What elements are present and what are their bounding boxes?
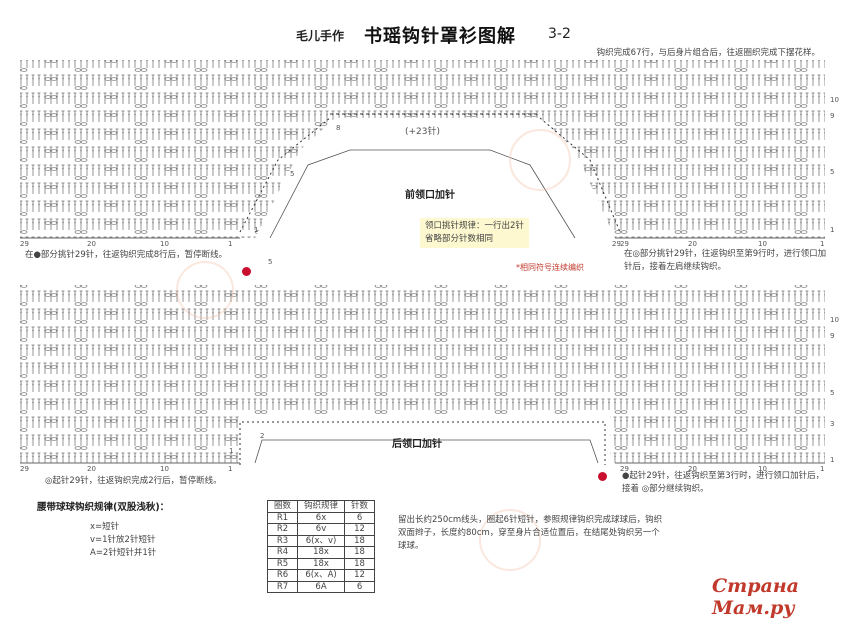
axis-tick: 10	[758, 240, 767, 248]
cell: 6	[344, 580, 376, 593]
axis-tick: 10	[160, 465, 169, 473]
row-label: 1	[830, 226, 835, 234]
top-note: 钩织完成67行，与后身片组合后，往返圈织完成下摆花样。	[596, 48, 820, 58]
axis-tick: 20	[87, 240, 96, 248]
axis-tick: 20	[688, 465, 697, 473]
column-header: 钩织规律	[297, 500, 346, 513]
cell: R7	[266, 580, 299, 593]
cell: R5	[266, 557, 299, 570]
column-header: 圈数	[266, 500, 299, 513]
row-label: 10	[830, 96, 839, 104]
inner-label: 5	[290, 170, 295, 178]
row-label: 9	[830, 332, 835, 340]
cell: 6(x、v)	[297, 534, 346, 547]
inner-label: 1	[229, 447, 234, 455]
cell: R1	[266, 511, 299, 524]
axis-tick: 10	[758, 465, 767, 473]
cell: 6x	[297, 511, 346, 524]
cell: 6A	[297, 580, 346, 593]
site-logo: Страна Мам.ру	[712, 575, 799, 619]
cell: 18	[344, 557, 376, 570]
axis-tick: 1	[228, 465, 233, 473]
red-dot-marker	[242, 267, 251, 276]
stitch-legend: x=短针 v=1针放2针短针 A=2针短针并1针	[90, 521, 156, 560]
legend-item: A=2针短针并1针	[90, 548, 157, 558]
row-label: 3	[830, 420, 835, 428]
belt-title: 腰带球球钩织规律(双股浅秋)：	[37, 502, 170, 513]
back-left-note: ◎起针29针，往返钩织完成2行后，暂停断线。	[45, 476, 222, 486]
front-right-note: 在◎部分挑针29针，往返钩织至第9行时，进行领口加 针后，接着左肩继续钩织。	[624, 248, 826, 274]
inner-label: 1	[254, 226, 259, 234]
pickup-rule-note: 领口挑针规律：一行出2针 省略部分针数相同	[420, 218, 529, 248]
row-label: 9	[830, 112, 835, 120]
note-line: 针后，接着左肩继续钩织。	[624, 262, 727, 272]
watermark	[176, 129, 571, 571]
inner-label: 29	[612, 240, 621, 248]
cell: 6v	[297, 523, 346, 536]
axis-tick: 10	[160, 240, 169, 248]
axis-tick: 20	[87, 465, 96, 473]
axis-tick: 29	[20, 465, 29, 473]
axis-tick: 1	[228, 240, 233, 248]
rule-line-2: 省略部分针数相同	[425, 234, 494, 244]
rule-line-1: 领口挑针规律：一行出2针	[425, 221, 524, 231]
inner-label: 5	[268, 258, 273, 266]
note-line: ●起针29针，往返钩织至第3行时，进行领口加针后，	[622, 471, 825, 481]
front-left-note: 在●部分挑针29针，往返钩织完成8行后，暂停断线。	[25, 250, 228, 260]
axis-tick: 29	[620, 240, 629, 248]
axis-tick: 20	[688, 240, 697, 248]
axis-tick: 1	[820, 240, 825, 248]
front-neck-label: 前领口加针	[405, 190, 455, 201]
legend-item: x=短针	[90, 522, 120, 532]
cell: 18x	[297, 546, 346, 559]
cell: 12	[344, 569, 376, 582]
table-header-row: 圈数 钩织规律 针数	[266, 500, 376, 513]
cell: R6	[266, 569, 299, 582]
inner-label: 8	[336, 124, 341, 132]
inner-label: 2	[260, 432, 265, 440]
belt-instructions: 留出长约250cm线头，圈起6针短针，参照规律钩织完成球球后，钩织双面辫子，长度…	[398, 515, 663, 551]
row-label: 10	[830, 316, 839, 324]
row-label: 1	[830, 456, 835, 464]
row-label: 5	[830, 389, 835, 397]
red-dot-marker	[598, 472, 607, 481]
note-line: 在◎部分挑针29针，往返钩织至第9行时，进行领口加	[624, 249, 827, 259]
cell: 18x	[297, 557, 346, 570]
column-header: 针数	[344, 500, 376, 513]
back-right-note: ●起针29针，往返钩织至第3行时，进行领口加针后， 接着 ◎部分继续钩织。	[622, 470, 824, 496]
cell: 18	[344, 534, 376, 547]
same-symbol-note: *相同符号连续编织	[516, 263, 584, 272]
cell: 12	[344, 523, 376, 536]
back-neck-label: 后领口加针	[392, 439, 442, 450]
cell: 18	[344, 546, 376, 559]
page-number: 3-2	[548, 26, 571, 42]
row-label: 5	[830, 168, 835, 176]
axis-tick: 29	[20, 240, 29, 248]
brand-label: 毛儿手作	[296, 29, 345, 43]
legend-item: v=1针放2针短针	[90, 535, 156, 545]
cell: R3	[266, 534, 299, 547]
cell: 6(x、A)	[297, 569, 346, 582]
page-title: 书瑶钩针罩衫图解	[364, 26, 516, 47]
cell: 6	[344, 511, 376, 524]
cell: R2	[266, 523, 299, 536]
cell: R4	[266, 546, 299, 559]
axis-tick: 29	[620, 465, 629, 473]
front-chart	[20, 60, 825, 239]
back-chart	[20, 285, 825, 465]
increase-count: (+23针)	[405, 127, 441, 137]
note-line: 接着 ◎部分继续钩织。	[622, 484, 709, 494]
axis-tick: 1	[820, 465, 825, 473]
